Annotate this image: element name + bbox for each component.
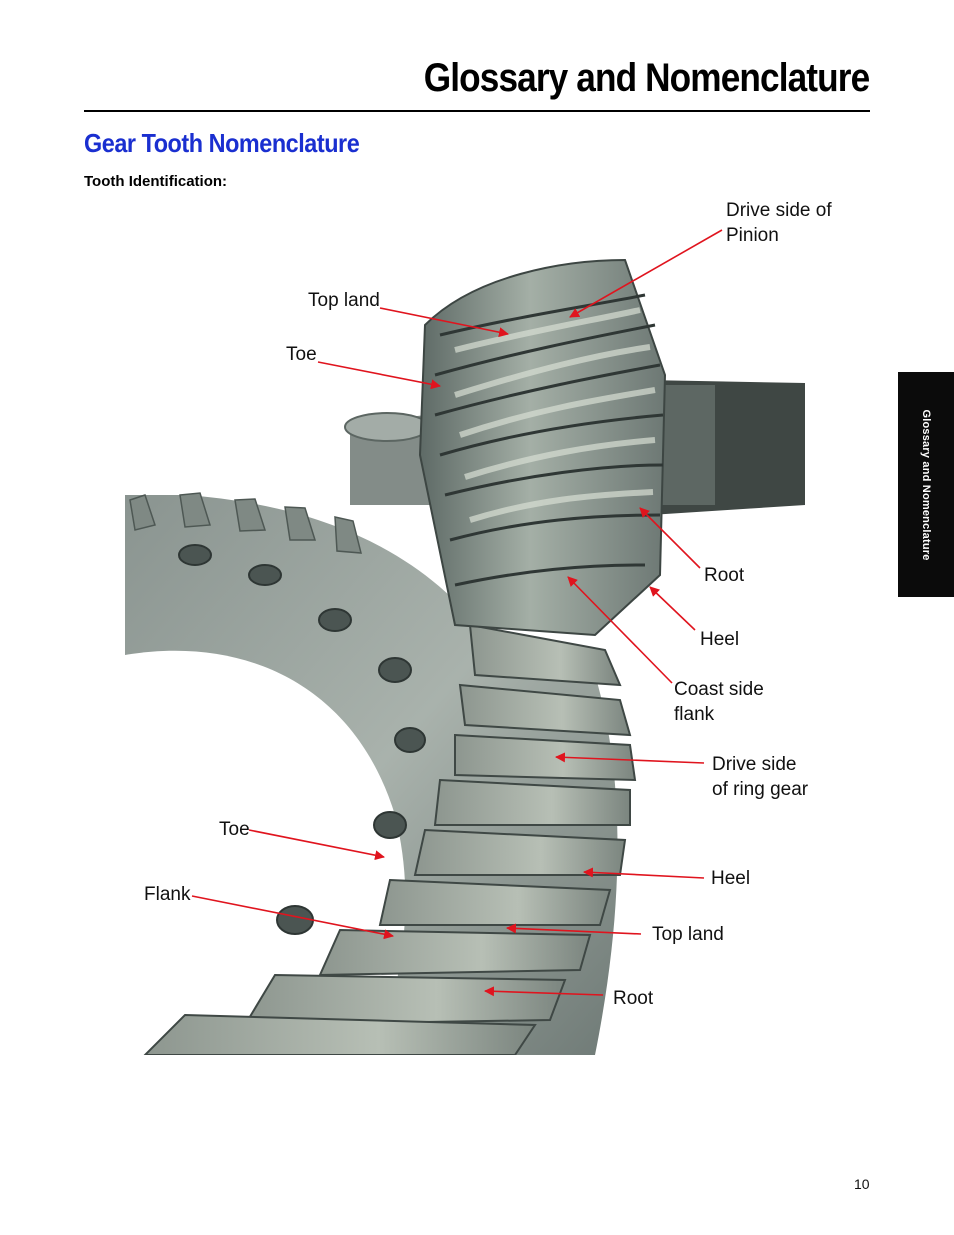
page-title: Glossary and Nomenclature	[423, 56, 869, 100]
label-heel-pinion: Heel	[700, 629, 740, 650]
title-rule	[84, 110, 870, 112]
label-toe-ring: Toe	[219, 819, 250, 840]
label-toe-pinion: Toe	[286, 344, 317, 365]
label-flank-ring: Flank	[144, 884, 191, 905]
page-number: 10	[854, 1176, 870, 1192]
label-top-land-ring: Top land	[652, 924, 724, 945]
section-title: Gear Tooth Nomenclature	[84, 128, 360, 158]
label-top-land-pinion: Top land	[308, 290, 380, 311]
label-coast-side-flank: Coast side flank	[674, 679, 764, 725]
label-drive-side-ring: Drive side of ring gear	[712, 754, 809, 800]
side-tab[interactable]: Glossary and Nomenclature	[898, 372, 954, 597]
label-heel-ring: Heel	[711, 868, 751, 889]
label-root-pinion: Root	[704, 565, 745, 586]
subsection-title: Tooth Identification:	[84, 173, 228, 190]
side-tab-label: Glossary and Nomenclature	[920, 408, 932, 561]
label-drive-side-pinion: Drive side of Pinion	[726, 200, 832, 246]
label-root-ring: Root	[613, 988, 654, 1009]
